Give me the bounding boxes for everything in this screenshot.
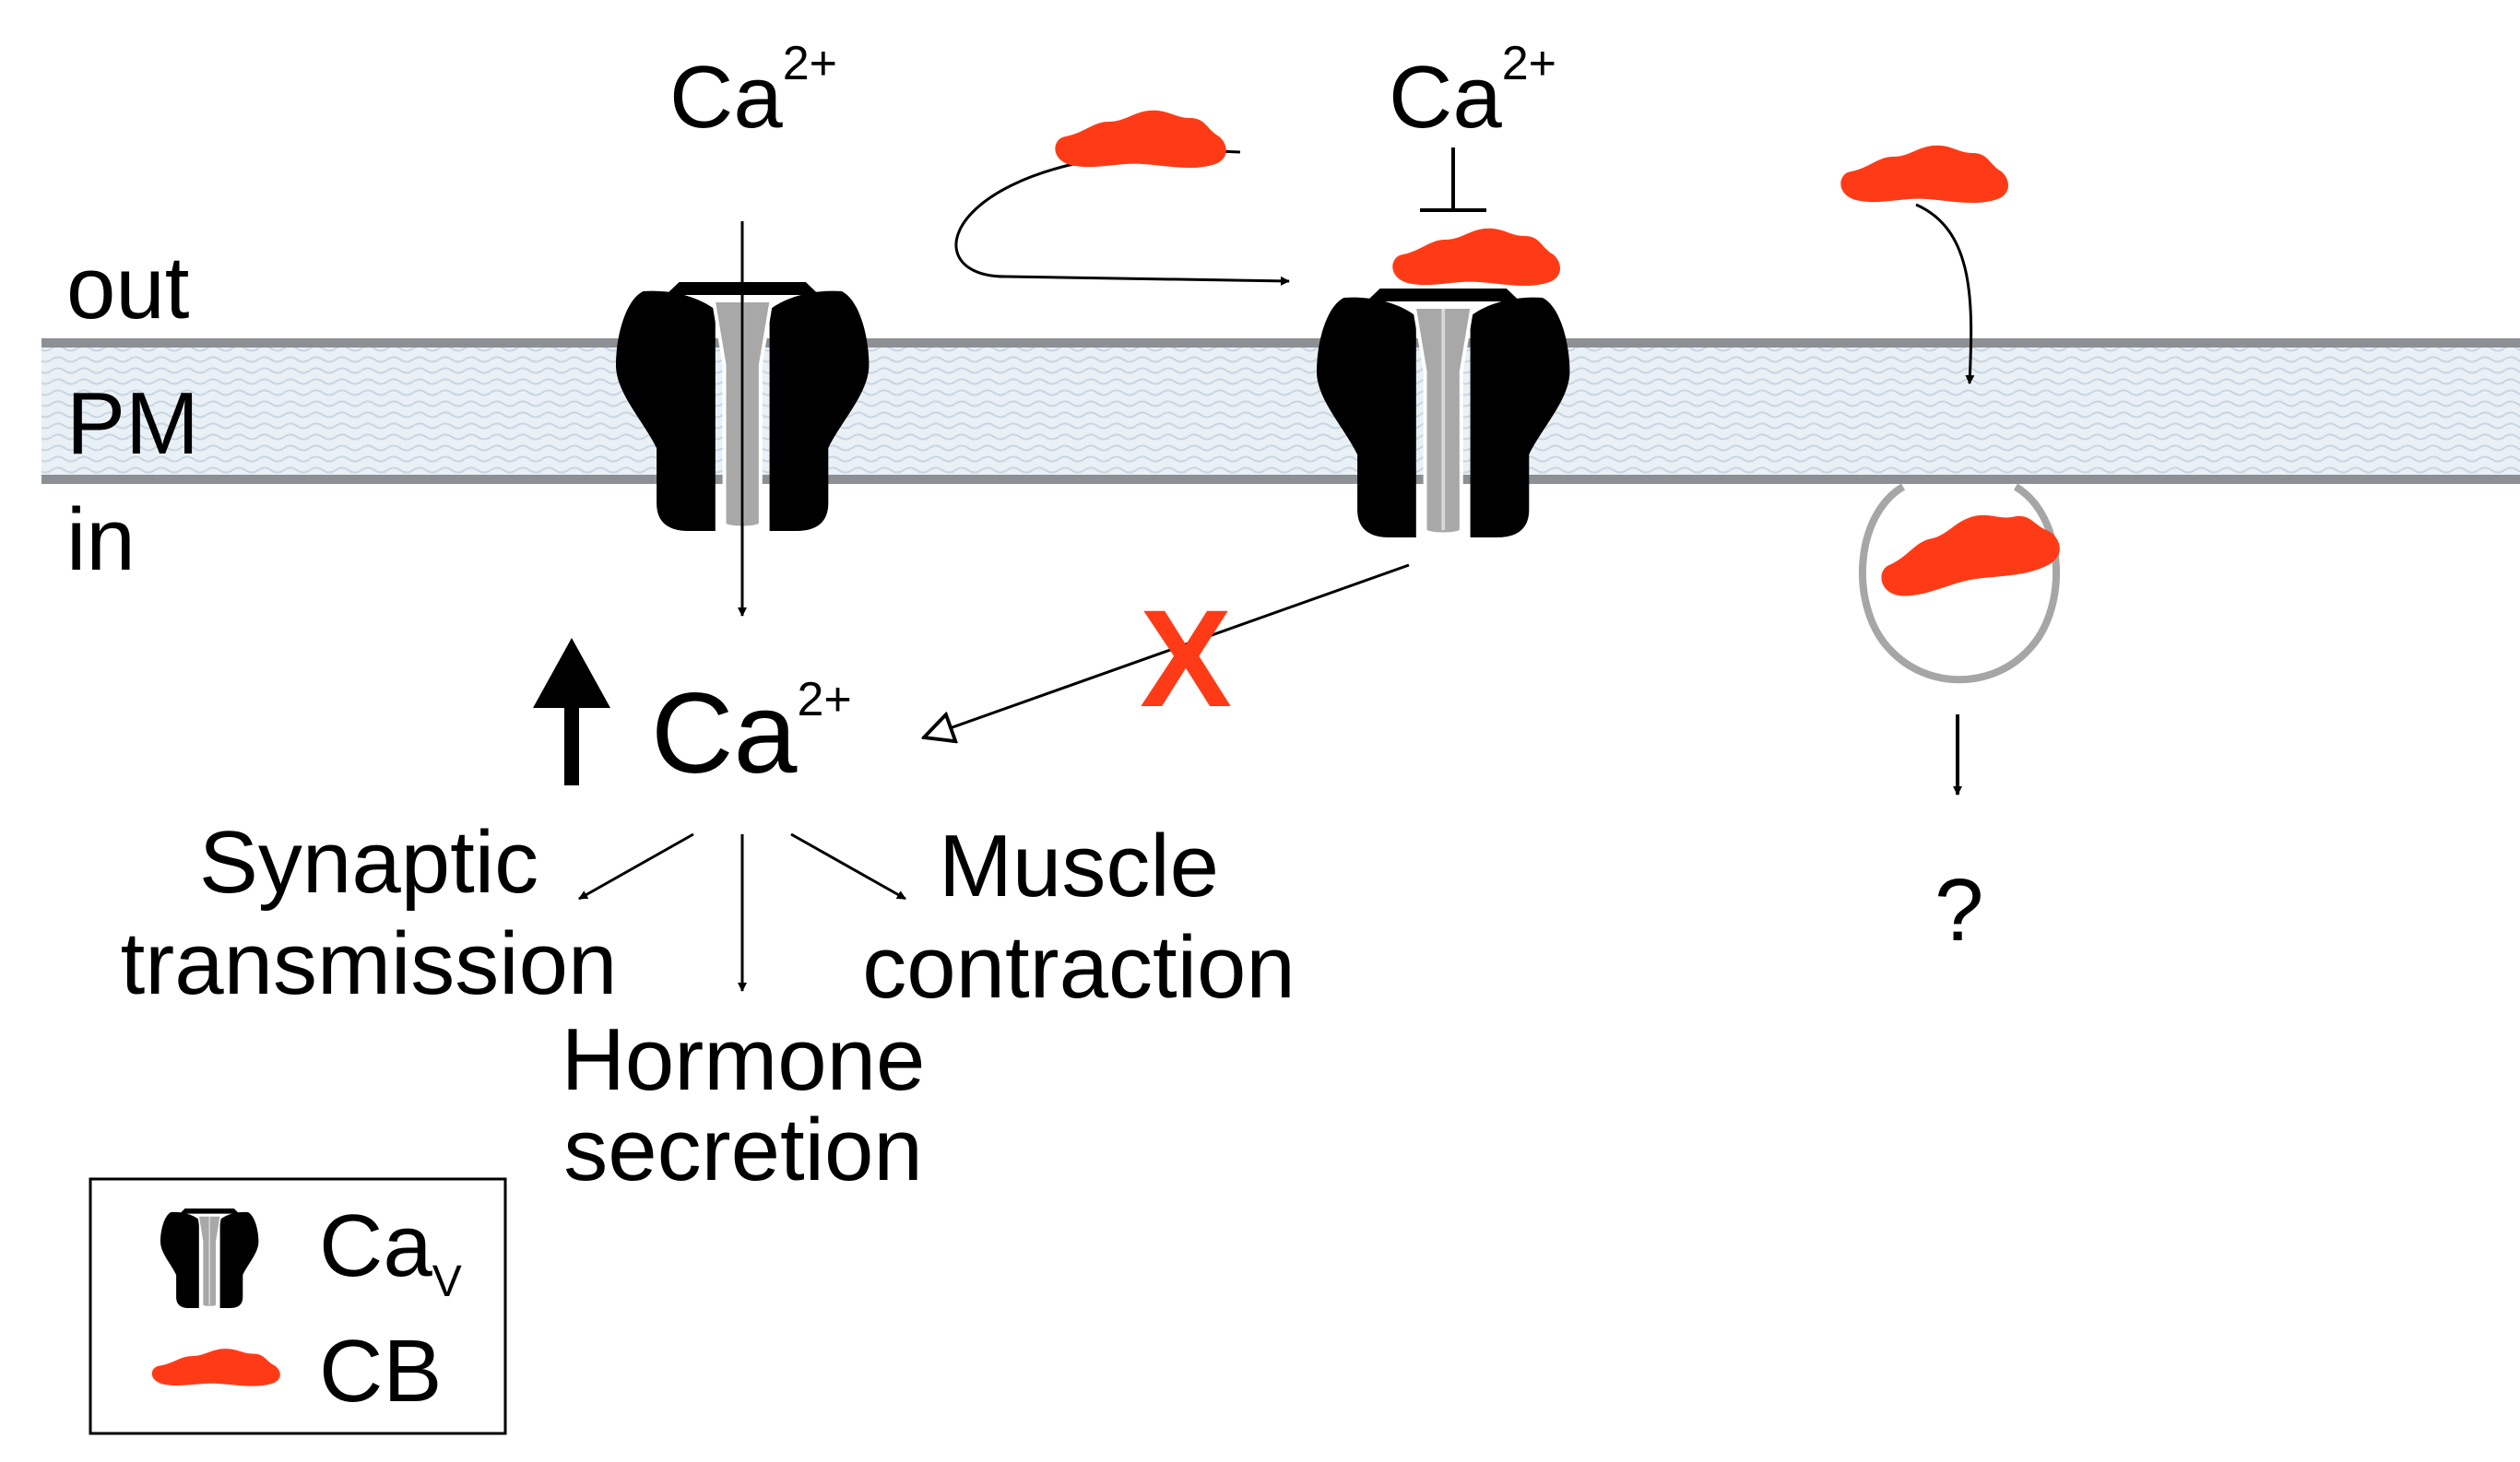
hormone-line2: secretion [563, 1101, 923, 1199]
cb-binding-arrow [954, 149, 1290, 286]
muscle-line1: Muscle [939, 817, 1219, 915]
region-out-label: out [66, 239, 189, 337]
synaptic-line1: Synaptic [199, 813, 538, 912]
blocked-x-mark: X [1140, 581, 1232, 736]
synaptic-arrow [578, 832, 694, 901]
legend-cb-label: CB [319, 1322, 442, 1421]
hormone-line1: Hormone [562, 1010, 926, 1109]
region-pm-label: PM [66, 374, 199, 473]
cb-free-molecule-1 [1055, 110, 1226, 169]
influx-ca-label: Ca2+ [669, 37, 837, 147]
internalization-arrow [1915, 203, 1975, 384]
blocked-ca-label: Ca2+ [1389, 37, 1556, 147]
cb-bound-molecule [1392, 228, 1561, 287]
increase-arrow-icon [533, 638, 610, 785]
region-in-label: in [66, 490, 136, 589]
blocked-calcium-channel [1315, 287, 1572, 539]
legend: CaV CB [89, 1177, 507, 1435]
muscle-arrow [790, 832, 906, 901]
unknown-fate-label: ? [1934, 861, 1983, 960]
synaptic-line2: transmission [121, 914, 618, 1013]
inhibition-tbar-icon [1420, 147, 1486, 212]
legend-channel-label: CaV [319, 1197, 462, 1306]
plasma-membrane [41, 338, 2520, 484]
cb-free-molecule-2 [1840, 145, 2009, 204]
muscle-line2: contraction [862, 918, 1295, 1017]
blocked-influx-arrow [924, 563, 1410, 737]
intracellular-ca-label: Ca2+ [651, 670, 852, 797]
